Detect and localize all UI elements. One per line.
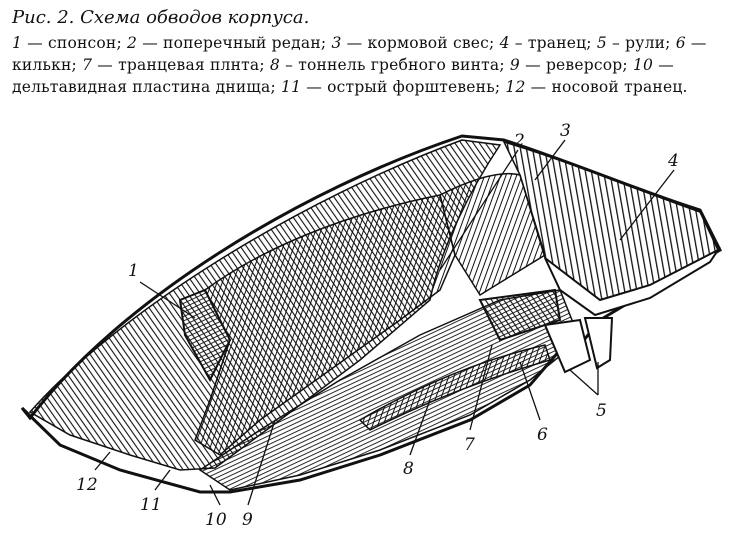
legend-text-6: килькн [12, 56, 72, 74]
legend-text-12: носовой транец [551, 78, 683, 96]
rudder-left [543, 318, 592, 374]
legend-text-1: спонсон [48, 34, 117, 52]
legend-num-8: 8 [269, 56, 280, 74]
legend-text-8: тоннель гребного винта [298, 56, 500, 74]
transom [544, 247, 721, 317]
callout-10: 10 [205, 510, 227, 530]
transverse-step [439, 172, 546, 297]
legend-num-6: 6 [675, 34, 686, 52]
legend-text-2: поперечный редан [163, 34, 321, 52]
callout-4: 4 [667, 151, 679, 171]
legend-num-11: 11 [281, 78, 302, 96]
rudder-right [583, 317, 614, 370]
figure-caption: Рис. 2. Схема обводов корпуса. 1 — спонс… [12, 6, 724, 98]
legend-text-7: транцевая плнта [118, 56, 260, 74]
callout-9: 9 [242, 510, 253, 530]
callout-2: 2 [513, 131, 525, 151]
callout-5: 5 [596, 401, 607, 421]
leader-lines [94, 139, 675, 506]
figure-legend: 1 — спонсон; 2 — поперечный редан; 3 — к… [12, 34, 707, 96]
callout-11: 11 [140, 495, 162, 515]
legend-text-11: острый форштевень [327, 78, 495, 96]
propeller-tunnel [358, 344, 551, 431]
callout-1: 1 [128, 261, 139, 281]
legend-num-4: 4 [499, 34, 510, 52]
legend-text-3: кормовой свес [367, 34, 490, 52]
legend-text-10: дельтавидная пластина днища [12, 78, 271, 96]
figure-title: Рис. 2. Схема обводов корпуса. [12, 7, 310, 28]
legend-num-1: 1 [12, 34, 23, 52]
callout-6: 6 [537, 425, 548, 445]
legend-num-3: 3 [331, 34, 342, 52]
legend-text-9: реверсор [545, 56, 623, 74]
legend-num-2: 2 [127, 34, 138, 52]
callout-7: 7 [464, 435, 475, 455]
hull-diagram: 1 2 3 4 5 6 7 8 9 10 11 12 [20, 121, 722, 530]
legend-num-5: 5 [596, 34, 607, 52]
transom-plate [478, 288, 562, 342]
legend-text-4: транец [527, 34, 587, 52]
sponson [178, 288, 232, 383]
hull-mid-surface [194, 194, 456, 456]
legend-num-9: 9 [509, 56, 520, 74]
callout-12: 12 [76, 475, 98, 495]
legend-num-7: 7 [82, 56, 93, 74]
legend-num-12: 12 [505, 78, 526, 96]
legend-num-10: 10 [632, 56, 654, 74]
callout-3: 3 [560, 121, 571, 141]
callout-8: 8 [403, 459, 414, 479]
legend-text-5: рули [625, 34, 666, 52]
